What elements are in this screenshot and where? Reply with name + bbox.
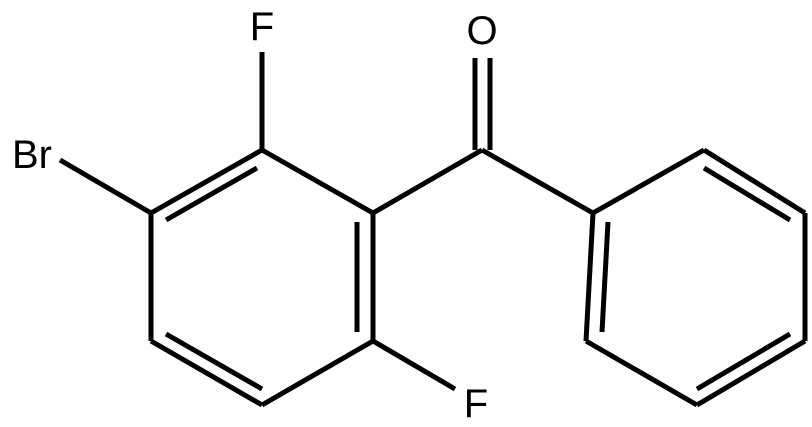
atom-label-fluorine-top: F <box>250 5 274 49</box>
bond-c3-bromine <box>58 157 153 216</box>
bond-c6-fluorine <box>371 338 457 392</box>
bond-p2-p3 <box>702 147 807 216</box>
bond-c5-c6 <box>260 338 375 408</box>
bond-p1-p2 <box>591 147 706 216</box>
bond-c4-c5 <box>149 338 264 408</box>
bond-p4-p5-inner <box>695 331 792 392</box>
bond-p2-p3-inner <box>702 165 792 223</box>
atom-label-bromine: Br <box>12 133 52 177</box>
bond-c4-c5-inner <box>164 331 264 392</box>
bond-c1-c2 <box>260 147 375 216</box>
bond-c2-c3-inner <box>164 165 259 223</box>
atom-label-fluorine-bottom: F <box>464 382 488 426</box>
atom-label-oxygen: O <box>466 9 497 53</box>
bond-p6-p1 <box>583 212 596 342</box>
bond-ring-carbonyl <box>371 147 484 216</box>
bond-p5-p6 <box>584 338 699 408</box>
bond-p6-p1-inner <box>599 221 611 333</box>
bond-c2-c3 <box>149 147 264 216</box>
bond-carbonyl-phenyl <box>480 147 595 216</box>
bond-p4-p5 <box>695 338 807 408</box>
